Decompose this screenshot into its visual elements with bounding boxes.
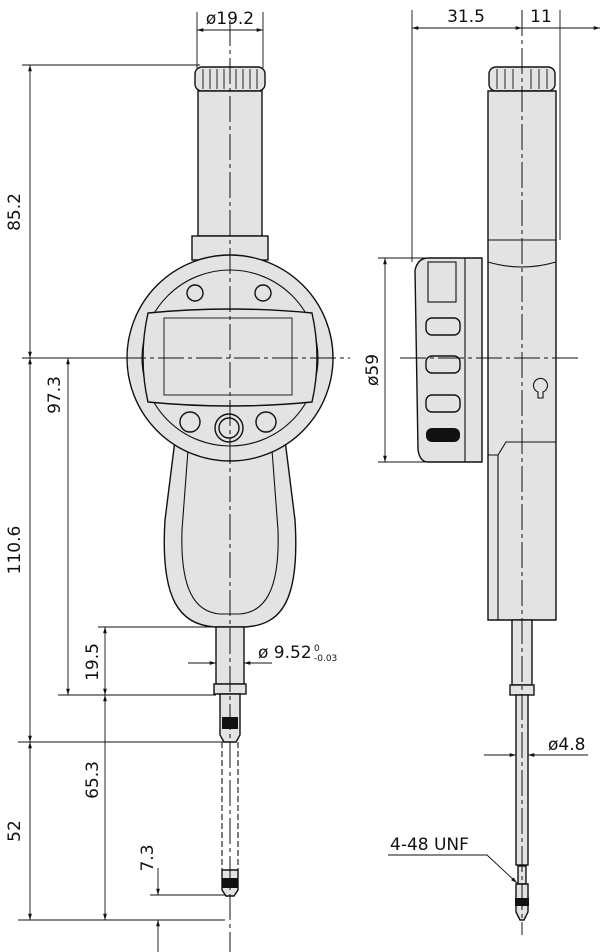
side-lcd-window: [427, 261, 457, 303]
thread-callout: 4-48 UNF: [390, 835, 469, 855]
dim-stem-length: 19.5: [83, 643, 103, 681]
front-view: [120, 20, 350, 952]
hanger-hole-icon: [532, 377, 549, 399]
dim-center-to-spindle-end: 110.6: [5, 526, 25, 575]
dim-stem-diameter: ø 9.52: [258, 643, 312, 663]
buttons: [179, 284, 277, 443]
button-top-right[interactable]: [254, 284, 272, 302]
dim-depth-back: 11: [530, 7, 552, 27]
button-bottom-left[interactable]: [179, 411, 201, 433]
button-bottom-right[interactable]: [255, 411, 277, 433]
dim-contact-point: 7.3: [138, 844, 158, 871]
button-center-inner[interactable]: [218, 417, 240, 439]
front-dimensions: ø19.2 85.2 110.6 52 97.3 19.5 65.3 7.3 ø…: [5, 9, 337, 952]
dim-top-to-center: 85.2: [5, 193, 25, 231]
dim-center-to-stem-end: 97.3: [45, 376, 65, 414]
spindle-extended: [221, 742, 239, 870]
side-ribs: [425, 317, 461, 442]
tol-lower: -0.03: [314, 654, 337, 664]
knurl-lines: [202, 69, 258, 89]
button-top-left[interactable]: [186, 284, 204, 302]
dim-stroke: 52: [5, 820, 25, 842]
dim-depth-front: 31.5: [447, 7, 485, 27]
lcd-screen: [163, 317, 293, 396]
side-dimensions: 31.5 11 ø59 ø4.8 4-48 UNF: [363, 7, 600, 884]
contact-knurl: [222, 878, 238, 888]
dim-spindle-diameter: ø4.8: [548, 735, 585, 755]
side-view: [400, 10, 578, 935]
dim-spindle-travel: 65.3: [83, 761, 103, 799]
dim-dial-diameter: ø59: [363, 354, 383, 386]
dim-cap-diameter: ø19.2: [206, 9, 254, 29]
tol-upper: 0: [314, 644, 320, 654]
